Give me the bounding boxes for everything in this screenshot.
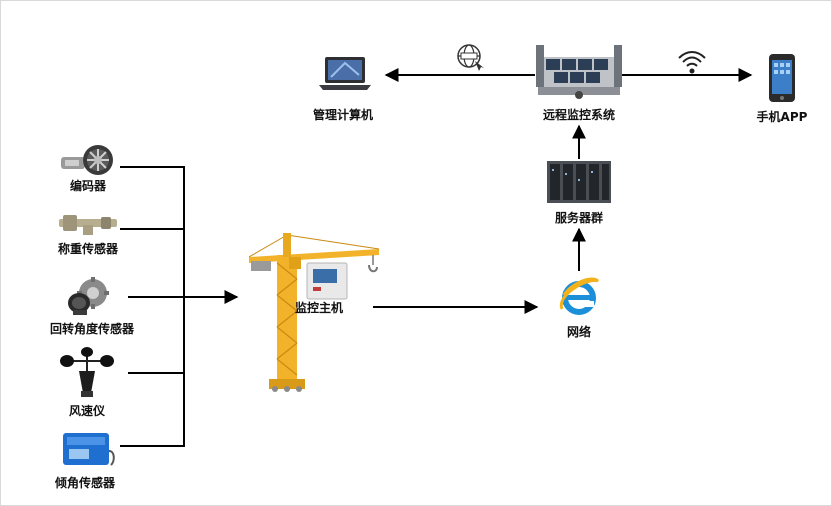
slewing-sensor-icon bbox=[68, 277, 109, 315]
tilt-sensor-label: 倾角传感器 bbox=[54, 476, 116, 490]
remote-monitoring-label: 远程监控系统 bbox=[542, 108, 616, 122]
phone-app-label: 手机APP bbox=[756, 110, 808, 124]
anemometer-icon bbox=[60, 347, 114, 397]
network-label: 网络 bbox=[566, 325, 592, 339]
encoder-icon bbox=[61, 145, 113, 175]
management-computer-label: 管理计算机 bbox=[312, 108, 374, 122]
remote-monitoring-icon bbox=[536, 45, 622, 99]
server-cluster-label: 服务器群 bbox=[554, 211, 604, 225]
monitor-host-label: 监控主机 bbox=[294, 301, 344, 315]
weight-sensor-label: 称重传感器 bbox=[57, 242, 119, 256]
globe-www-icon bbox=[457, 44, 484, 71]
slewing-sensor-label: 回转角度传感器 bbox=[49, 322, 135, 336]
encoder-label: 编码器 bbox=[69, 179, 107, 193]
tower-crane-icon bbox=[249, 233, 380, 392]
weight-sensor-icon bbox=[59, 215, 117, 235]
anemometer-label: 风速仪 bbox=[68, 404, 106, 418]
wifi-icon bbox=[678, 51, 706, 74]
tilt-sensor-icon bbox=[63, 433, 115, 466]
laptop-icon bbox=[319, 57, 371, 90]
smartphone-icon bbox=[769, 54, 795, 102]
internet-explorer-icon bbox=[559, 277, 600, 315]
server-rack-icon bbox=[547, 161, 611, 203]
